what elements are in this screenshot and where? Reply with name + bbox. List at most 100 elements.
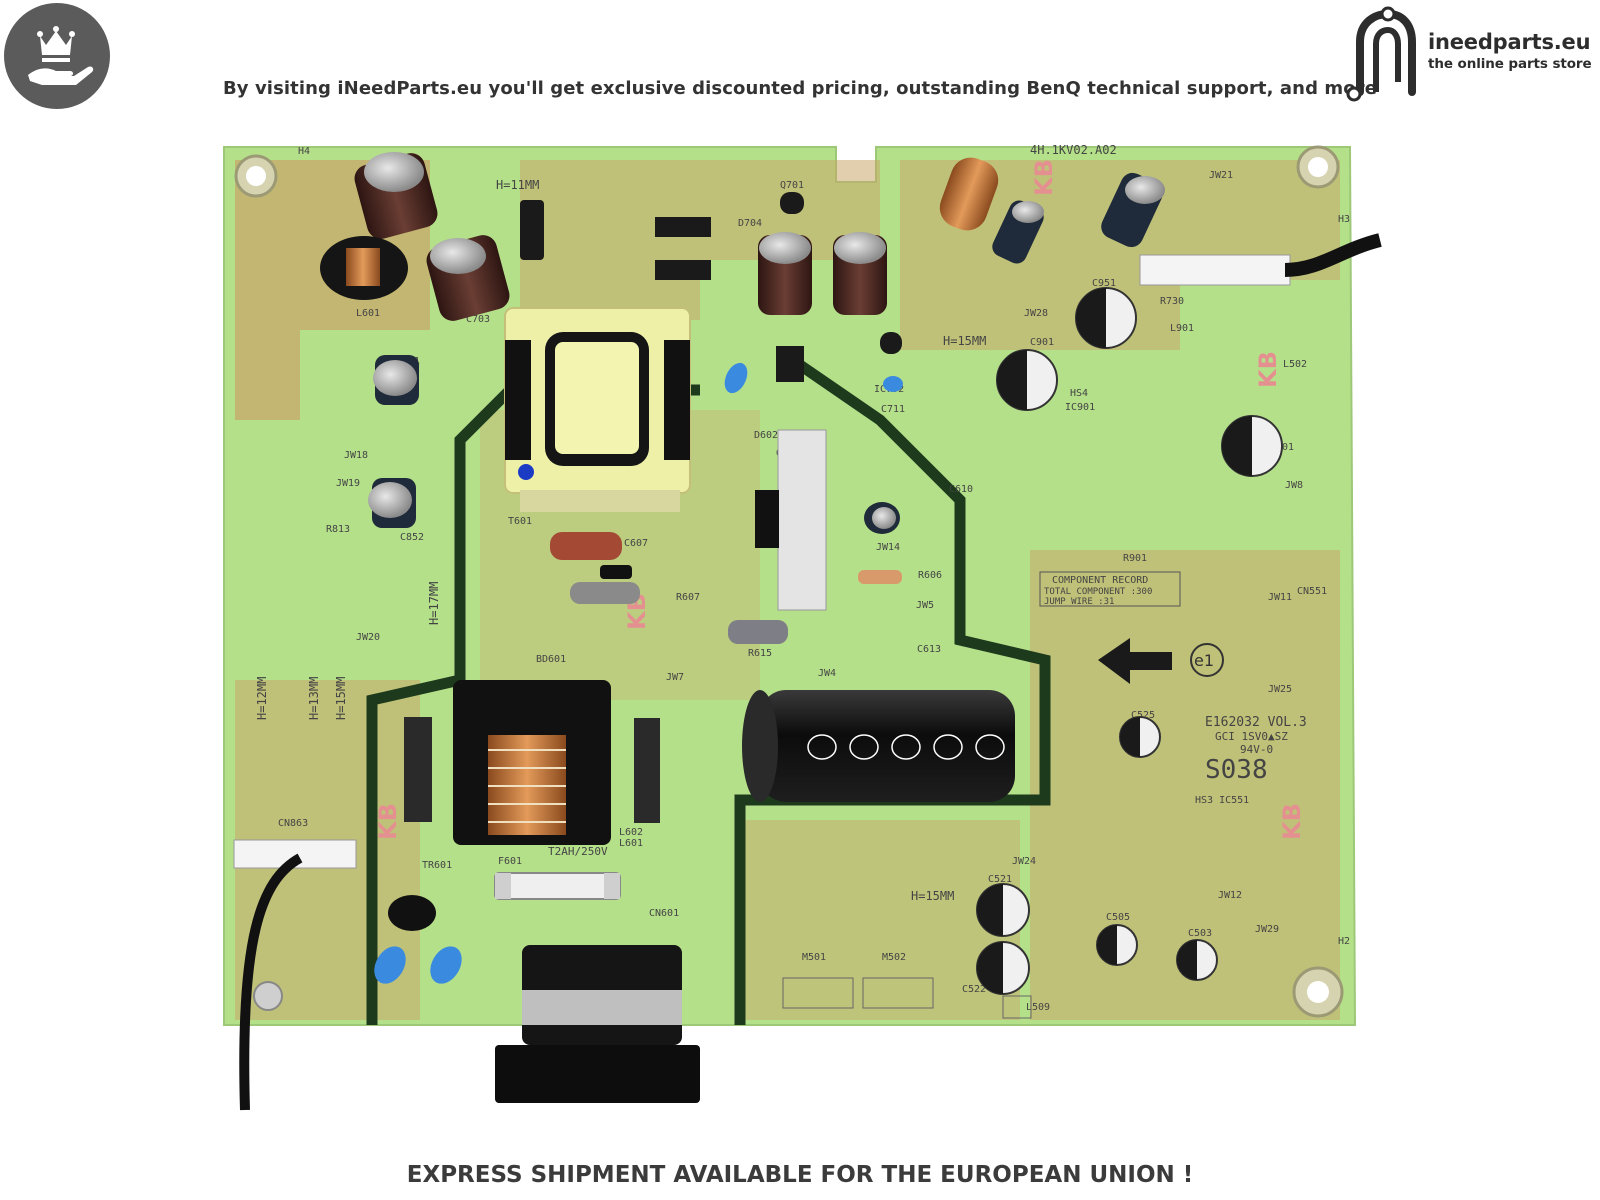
svg-text:BD601: BD601 [536, 654, 566, 665]
component-record: COMPONENT RECORD [1052, 575, 1148, 586]
svg-text:JW20: JW20 [356, 632, 380, 643]
svg-text:KB: KB [1254, 351, 1282, 388]
svg-text:JW28: JW28 [1024, 308, 1048, 319]
wire-connectors [233, 233, 1382, 1111]
svg-text:C505: C505 [1106, 912, 1130, 923]
svg-text:M502: M502 [882, 952, 906, 963]
svg-text:JW5: JW5 [916, 600, 934, 611]
svg-text:L601: L601 [619, 838, 643, 849]
svg-text:C852: C852 [400, 532, 424, 543]
ineedparts-logo-icon [1346, 6, 1416, 102]
transformer [504, 307, 691, 512]
pcb-silkscreen: 4H.1KV02.A02 E162032 VOL.3 GCI 1SV0▲SZ 9… [255, 143, 1350, 1013]
svg-text:M501: M501 [802, 952, 826, 963]
svg-text:D602: D602 [754, 430, 778, 441]
cert-line-2: GCI 1SV0▲SZ [1215, 730, 1288, 743]
svg-text:R607: R607 [676, 592, 700, 603]
svg-text:H=13MM: H=13MM [307, 677, 321, 720]
brand-subtitle: the online parts store [1428, 56, 1592, 72]
svg-text:T601: T601 [508, 516, 532, 527]
brand-name: ineedparts.eu [1428, 30, 1591, 54]
thermistor [388, 895, 436, 931]
svg-text:C711: C711 [881, 404, 905, 415]
svg-text:JW18: JW18 [344, 450, 368, 461]
svg-text:JW24: JW24 [1012, 856, 1036, 867]
svg-text:H=11MM: H=11MM [496, 178, 539, 192]
power-board-photo: 4H.1KV02.A02 E162032 VOL.3 GCI 1SV0▲SZ 9… [223, 143, 1382, 1111]
svg-text:H=17MM: H=17MM [427, 582, 441, 625]
svg-text:JW19: JW19 [336, 478, 360, 489]
svg-text:CN551: CN551 [1297, 586, 1327, 597]
svg-text:R606: R606 [918, 570, 942, 581]
date-code: S038 [1205, 755, 1268, 785]
svg-text:HS3 IC551: HS3 IC551 [1195, 795, 1249, 806]
svg-text:L602: L602 [619, 827, 643, 838]
fuse [494, 872, 621, 900]
bulk-capacitor [742, 690, 1015, 802]
svg-text:JW7: JW7 [666, 672, 684, 683]
ac-inlet [495, 945, 700, 1103]
svg-text:IC901: IC901 [1065, 402, 1095, 413]
common-mode-choke [404, 680, 660, 845]
svg-text:JW11: JW11 [1268, 592, 1292, 603]
svg-text:L601: L601 [356, 308, 380, 319]
svg-text:HS4: HS4 [1070, 388, 1088, 399]
svg-text:H4: H4 [298, 146, 310, 157]
svg-text:D704: D704 [738, 218, 762, 229]
svg-text:H2: H2 [1338, 936, 1350, 947]
svg-text:Q701: Q701 [780, 180, 804, 191]
svg-text:C901: C901 [1030, 337, 1054, 348]
svg-text:TR601: TR601 [422, 860, 452, 871]
svg-text:KB: KB [1278, 803, 1306, 840]
cert-line-1: E162032 VOL.3 [1205, 715, 1307, 730]
crown-on-hand-icon [28, 26, 94, 85]
svg-text:CN601: CN601 [649, 908, 679, 919]
svg-text:H=15MM: H=15MM [334, 677, 348, 720]
svg-text:H3: H3 [1338, 214, 1350, 225]
svg-text:C521: C521 [988, 874, 1012, 885]
board-arrow-icon: e1 [1098, 638, 1224, 684]
svg-text:C607: C607 [624, 538, 648, 549]
svg-text:R615: R615 [748, 648, 772, 659]
svg-text:C703: C703 [466, 314, 490, 325]
brand-logo[interactable]: ineedparts.eu the online parts store [1340, 2, 1600, 102]
header-pins [782, 977, 1032, 1019]
svg-text:JW12: JW12 [1218, 890, 1242, 901]
store-badge [4, 3, 110, 109]
svg-text:JW29: JW29 [1255, 924, 1279, 935]
svg-text:L901: L901 [1170, 323, 1194, 334]
resistors [550, 532, 902, 644]
svg-text:L509: L509 [1026, 1002, 1050, 1013]
jump-wire: JUMP WIRE :31 [1044, 597, 1114, 607]
svg-text:C503: C503 [1188, 928, 1212, 939]
smd-capacitors [976, 287, 1283, 995]
board-code: 4H.1KV02.A02 [1030, 143, 1117, 157]
svg-text:C522: C522 [962, 984, 986, 995]
total-component: TOTAL COMPONENT :300 [1044, 587, 1152, 597]
svg-text:C613: C613 [917, 644, 941, 655]
svg-text:R901: R901 [1123, 553, 1147, 564]
svg-text:KB: KB [374, 803, 402, 840]
transistors [520, 192, 902, 382]
shipping-notice: EXPRESS SHIPMENT AVAILABLE FOR THE EUROP… [406, 1162, 1194, 1188]
y-capacitors [374, 362, 903, 984]
svg-text:F601: F601 [498, 856, 522, 867]
heatsink [755, 429, 827, 611]
svg-text:JW4: JW4 [818, 668, 836, 679]
svg-text:H=12MM: H=12MM [255, 677, 269, 720]
svg-text:H=15MM: H=15MM [943, 334, 986, 348]
svg-text:L502: L502 [1283, 359, 1307, 370]
promo-tagline: By visiting iNeedParts.eu you'll get exc… [222, 78, 1378, 99]
svg-text:H=15MM: H=15MM [911, 889, 954, 903]
svg-text:JW14: JW14 [876, 542, 900, 553]
svg-text:C951: C951 [1092, 278, 1116, 289]
inductors [320, 157, 999, 300]
svg-text:e1: e1 [1194, 651, 1214, 670]
electrolytic-capacitors [354, 152, 1165, 534]
svg-text:JW21: JW21 [1209, 170, 1233, 181]
svg-text:KB: KB [1030, 159, 1058, 196]
svg-text:C525: C525 [1131, 710, 1155, 721]
svg-text:C610: C610 [949, 484, 973, 495]
svg-text:CN863: CN863 [278, 818, 308, 829]
cert-line-3: 94V-0 [1240, 743, 1273, 756]
